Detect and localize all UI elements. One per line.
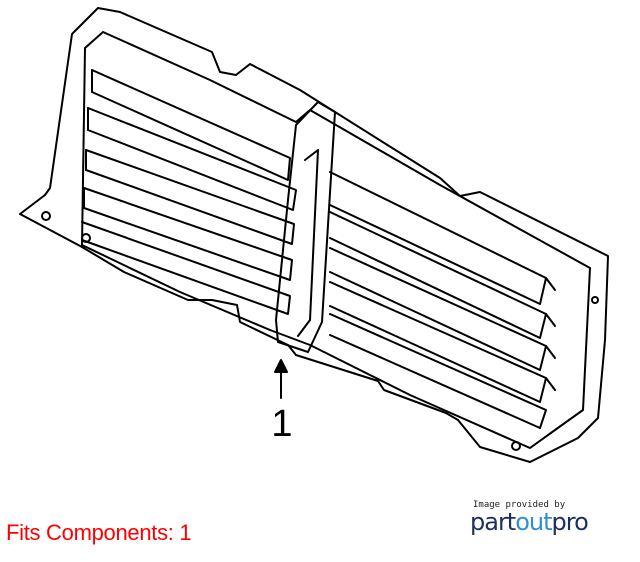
logo-word-out: out <box>515 508 552 536</box>
inner-frame <box>81 31 591 449</box>
mount-hole-right-2 <box>591 296 599 304</box>
logo-caption: Image provided by <box>473 500 566 510</box>
mount-hole-right <box>511 441 521 451</box>
logo-word-part: part <box>470 508 516 536</box>
outer-frame <box>19 7 609 463</box>
mount-hole-left-2 <box>81 233 91 243</box>
left-louvers <box>81 69 297 315</box>
mount-hole-left <box>41 211 51 221</box>
partoutpro-logo: Image provided by partoutpro <box>470 498 620 548</box>
logo-wordmark: partoutpro <box>470 508 589 536</box>
callout-arrow-head <box>274 359 288 373</box>
right-louvers <box>329 171 556 429</box>
logo-word-pro: pro <box>551 508 589 536</box>
center-post-inner <box>297 149 319 337</box>
center-post <box>275 101 336 353</box>
fits-components-label: Fits Components: 1 <box>6 520 192 545</box>
callout-number: 1 <box>271 403 292 445</box>
grille-shutter-diagram: 1 <box>19 7 609 463</box>
